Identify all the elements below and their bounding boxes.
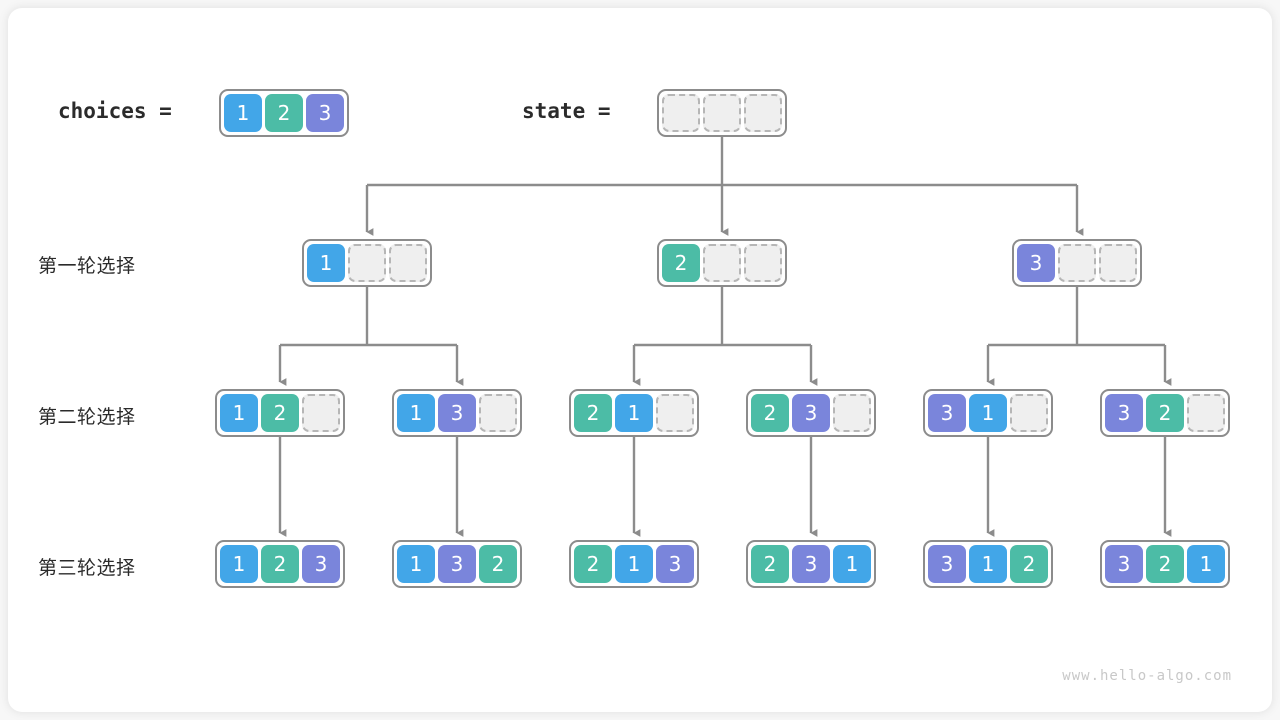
array-cell-filled: 1: [397, 545, 435, 583]
array-cell-filled: 2: [1146, 545, 1184, 583]
array-cell-empty: [744, 244, 782, 282]
array-cell-empty: [662, 94, 700, 132]
array-cell-empty: [703, 244, 741, 282]
array-cell-filled: 1: [615, 394, 653, 432]
array-cell-filled: 2: [574, 545, 612, 583]
array-cell-filled: 1: [969, 545, 1007, 583]
array-cell-empty: [833, 394, 871, 432]
array-cell-filled: 2: [751, 394, 789, 432]
array-cell-empty: [389, 244, 427, 282]
array-cell-filled: 3: [1017, 244, 1055, 282]
tree-node-level1: 3: [1012, 239, 1142, 287]
array-cell-empty: [656, 394, 694, 432]
array-cell-filled: 3: [438, 394, 476, 432]
state-array: [657, 89, 787, 137]
array-cell-filled: 3: [302, 545, 340, 583]
array-cell-filled: 3: [792, 545, 830, 583]
array-cell-filled: 2: [1010, 545, 1048, 583]
array-cell-empty: [703, 94, 741, 132]
watermark: www.hello-algo.com: [1062, 668, 1232, 684]
array-cell-filled: 2: [479, 545, 517, 583]
array-cell-empty: [1099, 244, 1137, 282]
array-cell-filled: 2: [662, 244, 700, 282]
array-cell-filled: 1: [397, 394, 435, 432]
array-cell-filled: 1: [220, 545, 258, 583]
array-cell-filled: 1: [1187, 545, 1225, 583]
tree-connectors: [278, 137, 1172, 537]
array-cell-filled: 1: [220, 394, 258, 432]
state-label: state =: [522, 99, 611, 123]
array-cell-filled: 3: [306, 94, 344, 132]
array-cell-filled: 1: [307, 244, 345, 282]
array-cell-empty: [348, 244, 386, 282]
row-label-level-2: 第二轮选择: [38, 406, 136, 428]
array-cell-empty: [1058, 244, 1096, 282]
array-cell-filled: 3: [928, 394, 966, 432]
array-cell-filled: 1: [615, 545, 653, 583]
array-cell-filled: 1: [969, 394, 1007, 432]
array-cell-filled: 3: [438, 545, 476, 583]
array-cell-filled: 2: [261, 394, 299, 432]
row-label-level-3: 第三轮选择: [38, 557, 136, 579]
array-cell-filled: 2: [265, 94, 303, 132]
array-cell-filled: 2: [1146, 394, 1184, 432]
array-cell-empty: [302, 394, 340, 432]
array-cell-filled: 2: [574, 394, 612, 432]
tree-node-level1: 1: [302, 239, 432, 287]
array-cell-filled: 1: [833, 545, 871, 583]
array-cell-empty: [1187, 394, 1225, 432]
array-cell-filled: 2: [261, 545, 299, 583]
array-cell-filled: 1: [224, 94, 262, 132]
array-cell-filled: 3: [792, 394, 830, 432]
array-cell-empty: [1010, 394, 1048, 432]
tree-node-level1: 2: [657, 239, 787, 287]
array-cell-filled: 3: [1105, 545, 1143, 583]
array-cell-filled: 3: [1105, 394, 1143, 432]
array-cell-filled: 2: [751, 545, 789, 583]
array-cell-empty: [479, 394, 517, 432]
row-label-level-1: 第一轮选择: [38, 255, 136, 277]
array-cell-empty: [744, 94, 782, 132]
diagram-card: [8, 8, 1272, 712]
array-cell-filled: 3: [928, 545, 966, 583]
array-cell-filled: 3: [656, 545, 694, 583]
choices-label: choices =: [58, 99, 172, 123]
